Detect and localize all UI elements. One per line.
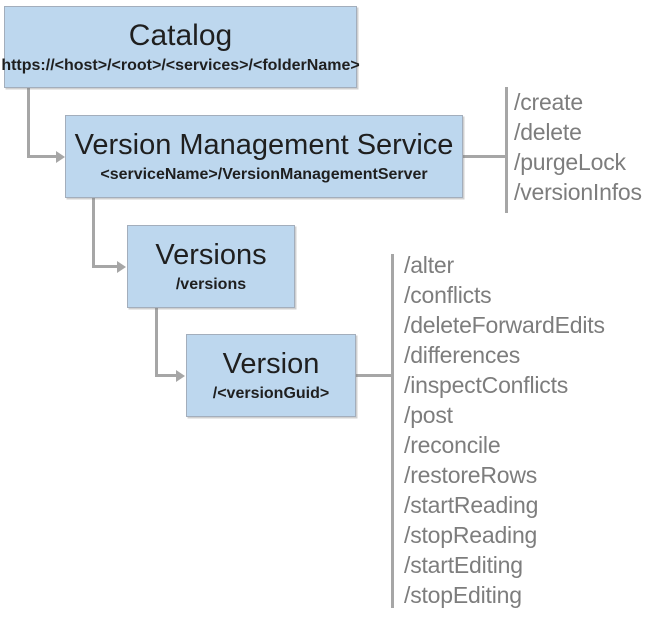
node-versions-title: Versions [155, 239, 267, 272]
connector-service-to-versions-vertical [92, 198, 95, 268]
connector-versions-to-version-horizontal [155, 374, 177, 377]
node-versions: Versions /versions [127, 225, 295, 308]
operation-label: /deleteForwardEdits [404, 312, 605, 338]
operation-label: /alter [404, 252, 454, 278]
operation-label: /post [404, 402, 453, 428]
connector-version-to-operations [356, 374, 392, 377]
operation-label: /startEditing [404, 552, 523, 578]
operation-label: /stopEditing [404, 582, 522, 608]
node-service-title: Version Management Service [74, 129, 454, 162]
node-catalog-title: Catalog [128, 19, 233, 53]
node-version-title: Version [222, 348, 320, 381]
arrowhead-icon [56, 151, 65, 163]
connector-catalog-to-service-horizontal [27, 155, 57, 158]
service-operations-bracket-line [505, 87, 508, 213]
operation-label: /restoreRows [404, 462, 538, 488]
operation-label: /stopReading [404, 522, 538, 548]
node-catalog: Catalog https://<host>/<root>/<services>… [1, 6, 360, 88]
node-catalog-subtitle: https://<host>/<root>/<services>/<folder… [1, 56, 360, 74]
connector-service-to-versions-horizontal [92, 265, 118, 268]
operation-label: /startReading [404, 492, 539, 518]
operation-label: /inspectConflicts [404, 372, 569, 398]
arrowhead-icon [176, 370, 185, 382]
node-version: Version /<versionGuid> [186, 334, 356, 417]
version-operations-list: /alter/conflicts/deleteForwardEdits/diff… [404, 250, 605, 610]
connector-versions-to-version-vertical [155, 308, 158, 377]
node-versions-subtitle: /versions [175, 275, 247, 293]
node-version-management-service: Version Management Service <serviceName>… [65, 115, 463, 198]
service-operations-list: /create/delete/purgeLock/versionInfos [514, 87, 642, 207]
operation-label: /reconcile [404, 432, 501, 458]
version-operations-bracket-line [391, 254, 394, 608]
operation-label: /create [514, 89, 583, 115]
connector-service-to-operations [463, 155, 506, 158]
connector-catalog-to-service-vertical [27, 88, 30, 158]
arrowhead-icon [117, 261, 126, 273]
operation-label: /conflicts [404, 282, 492, 308]
node-service-subtitle: <serviceName>/VersionManagementServer [100, 165, 428, 183]
operation-label: /versionInfos [514, 179, 642, 205]
operation-label: /differences [404, 342, 521, 368]
operation-label: /purgeLock [514, 149, 626, 175]
operation-label: /delete [514, 119, 582, 145]
node-version-subtitle: /<versionGuid> [212, 384, 330, 402]
